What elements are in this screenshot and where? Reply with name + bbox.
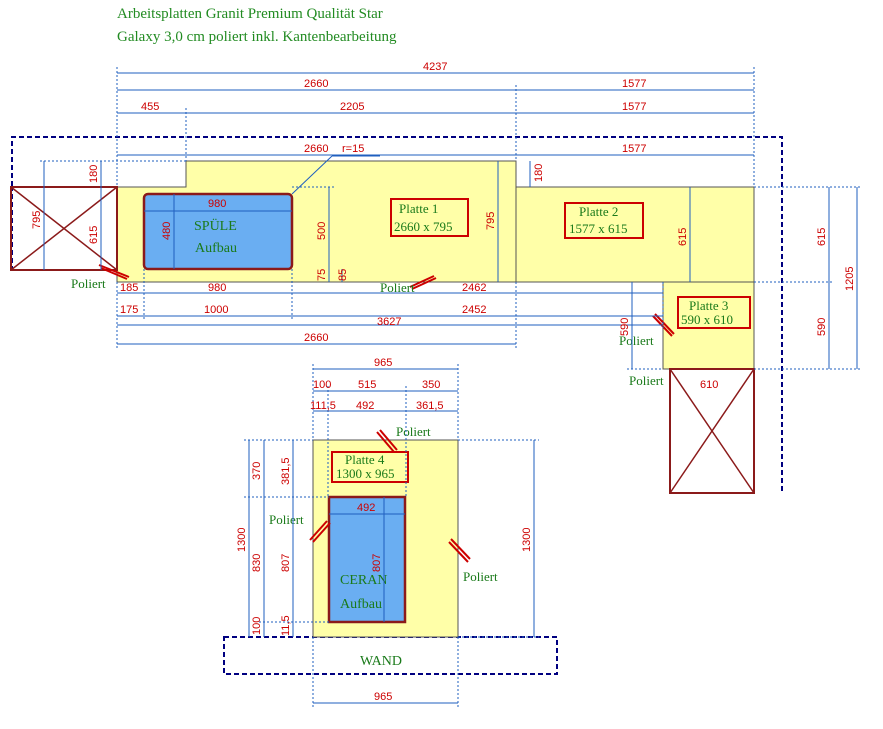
dim-total: 4237 [423, 61, 447, 73]
dim-830: 830 [251, 554, 263, 572]
dim-2205: 2205 [340, 101, 364, 113]
dim-185: 185 [120, 282, 138, 294]
svg-text:Platte 3: Platte 3 [689, 298, 728, 313]
dim-807-left: 807 [280, 554, 292, 572]
dim-1300-right: 1300 [521, 528, 533, 552]
dim-cooktop-807: 807 [371, 554, 383, 572]
dim-1300-left: 1300 [236, 528, 248, 552]
dim-sink-980: 980 [208, 198, 226, 210]
dim-sink-85: 85 [337, 269, 349, 281]
sink-label: SPÜLE [194, 217, 237, 234]
dim-sink-500: 500 [316, 222, 328, 240]
dim-590-right: 590 [816, 318, 828, 336]
plate-3-label: Platte 3 590 x 610 [677, 296, 751, 329]
dim-2452: 2452 [462, 304, 486, 316]
dim-100-left: 100 [251, 617, 263, 635]
sink-cutout [142, 192, 294, 271]
dim-381-5: 381,5 [280, 457, 292, 485]
svg-text:Platte 4: Platte 4 [345, 452, 385, 467]
dimension-lines [40, 67, 862, 708]
cooktop-label: CERAN [340, 573, 387, 588]
wall-label: WAND [360, 654, 402, 669]
poliert-label-6: Poliert [269, 512, 304, 527]
wall-outline-bottom [223, 636, 558, 675]
dim-615-right: 615 [816, 228, 828, 246]
poliert-label-1: Poliert [71, 276, 106, 291]
dim-361-5: 361,5 [416, 400, 444, 412]
dim-2462: 2462 [462, 282, 486, 294]
dim-590-plate3: 590 [619, 318, 631, 336]
dim-515: 515 [358, 379, 376, 391]
dim-615-left: 615 [88, 226, 100, 244]
title-line-2: Galaxy 3,0 cm poliert inkl. Kantenbearbe… [117, 29, 397, 45]
poliert-label-5: Poliert [396, 424, 431, 439]
poliert-label-3: Poliert [619, 333, 654, 348]
radius-leader [291, 155, 333, 195]
cooktop-cutout [327, 495, 407, 624]
dim-980-bottom: 980 [208, 282, 226, 294]
dim-965-top: 965 [374, 357, 392, 369]
dim-1577-mid: 1577 [622, 101, 646, 113]
dim-3627: 3627 [377, 316, 401, 328]
sink-sublabel: Aufbau [195, 241, 237, 256]
appliance-box-left [10, 186, 118, 271]
plate-1-label: Platte 1 2660 x 795 [390, 198, 469, 237]
dim-plate1-795: 795 [485, 212, 497, 230]
svg-text:1577 x 615: 1577 x 615 [569, 221, 628, 236]
plate-2-shape [515, 186, 755, 283]
poliert-label-2: Poliert [380, 280, 415, 295]
dim-2660-bottom: 2660 [304, 332, 328, 344]
dim-1577-top: 1577 [622, 78, 646, 90]
cooktop-sublabel: Aufbau [340, 597, 382, 612]
dim-455: 455 [141, 101, 159, 113]
dim-1577-low: 1577 [622, 143, 646, 155]
dim-180-left: 180 [88, 165, 100, 183]
dim-11-5: 11,5 [280, 615, 292, 636]
plate-2-label: Platte 2 1577 x 615 [564, 202, 644, 239]
dim-1205: 1205 [844, 267, 856, 291]
dim-965-bottom: 965 [374, 691, 392, 703]
poliert-label-7: Poliert [463, 569, 498, 584]
dim-sink-480: 480 [161, 222, 173, 240]
dim-1000: 1000 [204, 304, 228, 316]
dim-175: 175 [120, 304, 138, 316]
dim-plate2-180: 180 [533, 164, 545, 182]
dim-370: 370 [251, 462, 263, 480]
appliance-box-right [669, 368, 755, 494]
svg-text:Platte 1: Platte 1 [399, 201, 438, 216]
radius-label: r=15 [342, 143, 364, 155]
dimension-texts: 4237 2660 1577 455 2205 1577 2660 1577 1… [31, 61, 856, 703]
dim-492-top: 492 [356, 400, 374, 412]
dim-350: 350 [422, 379, 440, 391]
dim-plate2-615: 615 [677, 228, 689, 246]
svg-text:Platte 2: Platte 2 [579, 204, 618, 219]
svg-text:1300 x 965: 1300 x 965 [336, 466, 395, 481]
svg-text:590 x 610: 590 x 610 [681, 312, 733, 327]
dim-795-left: 795 [31, 211, 43, 229]
title-line-1: Arbeitsplatten Granit Premium Qualität S… [117, 6, 383, 22]
dim-2660-mid: 2660 [304, 143, 328, 155]
wall-outline-top [11, 136, 783, 493]
dim-111-5: 111,5 [310, 400, 336, 412]
svg-text:2660 x 795: 2660 x 795 [394, 219, 453, 234]
plate-4-label: Platte 4 1300 x 965 [331, 451, 409, 483]
dim-610: 610 [700, 379, 718, 391]
dim-2660-top: 2660 [304, 78, 328, 90]
dim-cooktop-492: 492 [357, 502, 375, 514]
dim-sink-75: 75 [316, 269, 328, 281]
poliert-label-4: Poliert [629, 373, 664, 388]
dim-100-top: 100 [313, 379, 331, 391]
